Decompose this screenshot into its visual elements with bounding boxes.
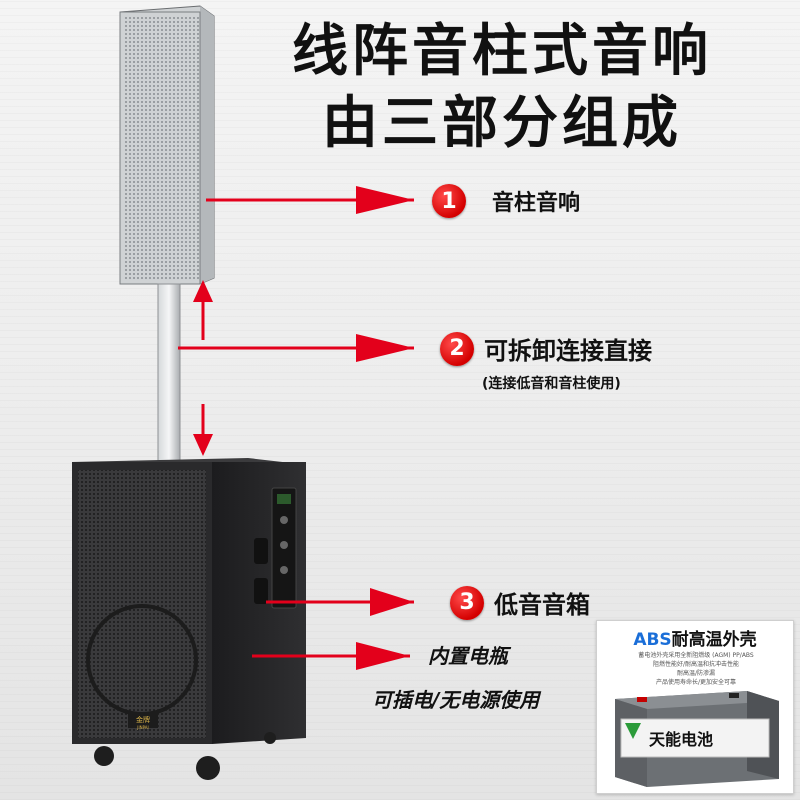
callout-3-badge: 3	[450, 585, 484, 620]
callout-3: 3 低音音箱	[450, 585, 590, 620]
power-usage-note: 可插电/无电源使用	[372, 688, 540, 712]
callout-2-note: (连接低音和音柱使用)	[482, 376, 621, 392]
callout-1: 1 音柱音响	[432, 184, 580, 218]
builtin-battery-note: 内置电瓶	[428, 644, 508, 668]
battery-title-rest: 耐高温外壳	[671, 630, 757, 650]
callout-2: 2 可拆卸连接直接	[440, 331, 652, 366]
battery-fine-line-3: 耐高温/防渗漏	[676, 670, 716, 677]
battery-fine-line-4: 产品使用寿命长/更加安全可靠	[655, 679, 737, 686]
column-speaker	[119, 5, 215, 285]
page-title-line-1: 线阵音柱式音响	[292, 19, 712, 84]
callout-3-label: 低音音箱	[494, 591, 590, 619]
battery-title-abs: ABS	[633, 630, 672, 650]
battery-fine-line-1: 蓄电池外壳采用全新阻燃级 (AGM) PP/ABS	[638, 652, 754, 659]
battery-inset: ABS耐高温外壳 蓄电池外壳采用全新阻燃级 (AGM) PP/ABS 阻燃性能好…	[596, 620, 794, 794]
battery-brand: 天能电池	[649, 730, 713, 749]
battery-title: ABS耐高温外壳	[597, 625, 793, 650]
callout-1-badge: 1	[432, 184, 466, 218]
connecting-pole	[157, 283, 181, 465]
subwoofer-cabinet: 金牌 JINPAI	[72, 458, 306, 780]
callout-2-badge: 2	[440, 331, 474, 366]
battery-illustration: 天能电池	[615, 691, 779, 787]
battery-fine-line-2: 阻燃性能好/耐高温和抗冲击性能	[652, 661, 740, 668]
callout-1-label: 音柱音响	[492, 191, 581, 216]
callout-2-label: 可拆卸连接直接	[484, 337, 652, 365]
page-title-line-2: 由三部分组成	[322, 91, 682, 156]
brand-logo-sub: JINPAI	[136, 725, 148, 730]
brand-logo: 金牌	[136, 715, 150, 724]
callout-arrows	[178, 186, 414, 670]
battery-fine-print: 蓄电池外壳采用全新阻燃级 (AGM) PP/ABS 阻燃性能好/耐高温和抗冲击性…	[611, 651, 781, 687]
